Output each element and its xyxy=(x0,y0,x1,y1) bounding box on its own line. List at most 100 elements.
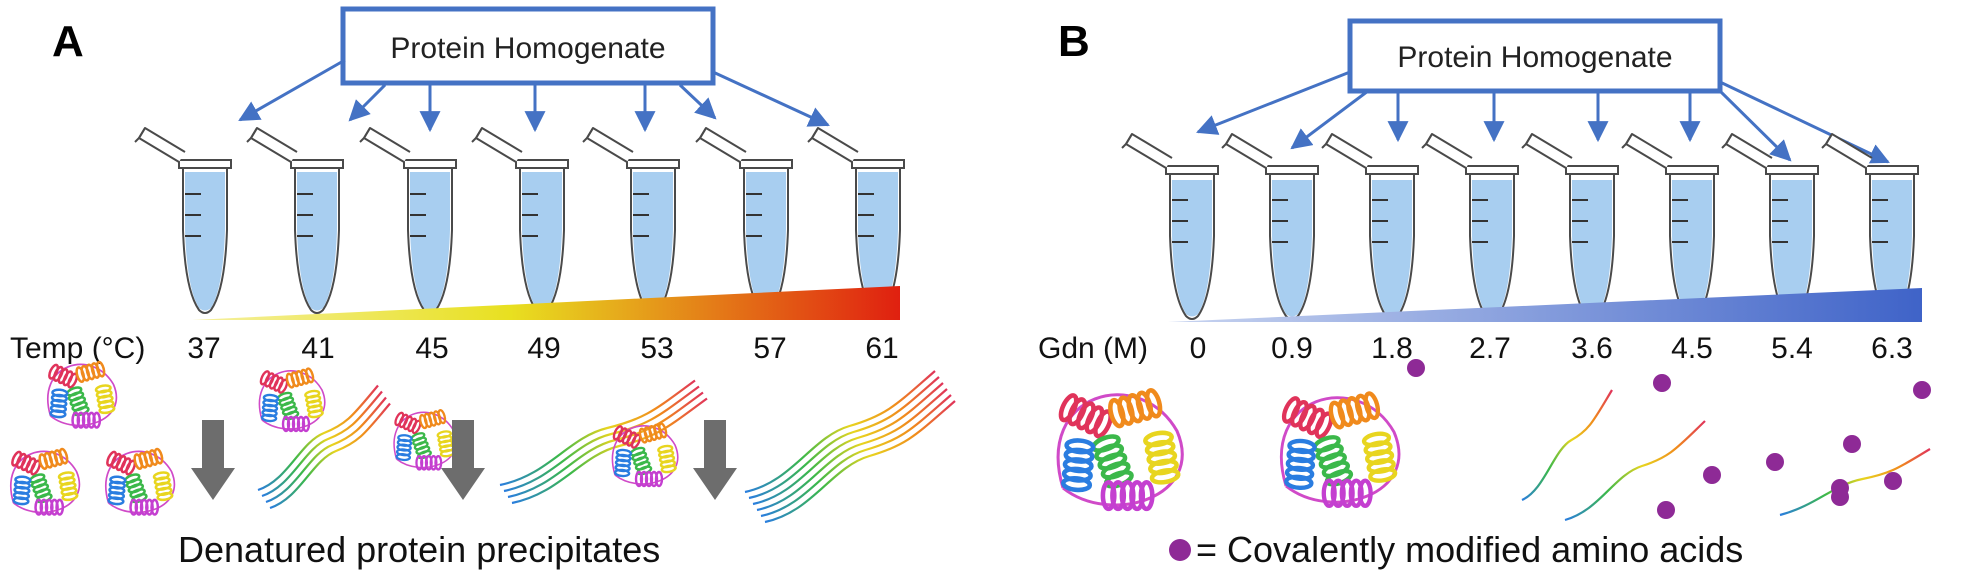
panel-b-homogenate-box xyxy=(1347,18,1723,94)
folded-protein-icon xyxy=(10,447,80,516)
guanidine-value: 4.5 xyxy=(1671,332,1713,365)
tube-liquid xyxy=(1372,180,1412,317)
temperature-value: 57 xyxy=(753,332,786,365)
temperature-value: 53 xyxy=(640,332,673,365)
tube-liquid xyxy=(1172,180,1212,317)
microcentrifuge-tube-icon xyxy=(1621,133,1719,320)
tube-liquid xyxy=(1872,180,1912,317)
folded-protein-icon xyxy=(105,447,175,516)
tube-liquid xyxy=(522,172,562,311)
panel-a-homogenate-box xyxy=(340,6,716,86)
microcentrifuge-tube-icon xyxy=(1121,133,1219,320)
purple-dot-icon xyxy=(1407,359,1425,377)
tube-liquid xyxy=(633,172,673,311)
distribution-arrow xyxy=(238,58,346,122)
purple-dot-icon xyxy=(1657,501,1675,519)
panel-b-tube-row xyxy=(1121,133,1919,320)
temperature-value: 37 xyxy=(187,332,220,365)
guanidine-gradient-wedge xyxy=(1168,288,1922,322)
temperature-gradient-wedge xyxy=(192,286,900,320)
panel-a-protein-states xyxy=(10,360,956,524)
purple-dot-icon xyxy=(1831,488,1849,506)
down-arrow-icon xyxy=(693,420,737,500)
microcentrifuge-tube-icon xyxy=(359,127,457,314)
tube-liquid xyxy=(1472,180,1512,317)
microcentrifuge-tube-icon xyxy=(246,127,344,314)
down-arrow-icon xyxy=(191,420,235,500)
guanidine-value: 5.4 xyxy=(1771,332,1813,365)
guanidine-value: 2.7 xyxy=(1469,332,1511,365)
folded-protein-icon xyxy=(1279,391,1401,508)
distribution-arrow xyxy=(1196,70,1351,135)
tube-liquid xyxy=(297,172,337,311)
purple-dot-icon xyxy=(1169,539,1191,561)
unfolded-protein-strands-icon xyxy=(1564,420,1706,522)
panel-a-letter: A xyxy=(52,17,84,66)
folded-protein-icon xyxy=(47,360,117,429)
tube-liquid xyxy=(746,172,786,311)
panel-a-distribution-arrows xyxy=(238,58,830,133)
microcentrifuge-tube-icon xyxy=(807,127,905,314)
microcentrifuge-tube-icon xyxy=(1221,133,1319,320)
microcentrifuge-tube-icon xyxy=(1521,133,1619,320)
tube-liquid xyxy=(858,172,898,311)
microcentrifuge-tube-icon xyxy=(471,127,569,314)
microcentrifuge-tube-icon xyxy=(582,127,680,314)
microcentrifuge-tube-icon xyxy=(1321,133,1419,320)
folded-protein-icon xyxy=(611,422,679,488)
unfolded-protein-strands-icon xyxy=(1521,389,1613,502)
guanidine-value: 6.3 xyxy=(1871,332,1913,365)
panel-a-temperature-values: 37 41 45 49 53 57 61 xyxy=(187,332,898,365)
temperature-value: 45 xyxy=(415,332,448,365)
panel-b-distribution-arrows xyxy=(1196,70,1890,164)
panel-b-protein-states xyxy=(1056,359,1931,522)
distribution-arrow xyxy=(1719,80,1890,164)
folded-protein-icon xyxy=(393,409,457,471)
tube-liquid xyxy=(410,172,450,311)
purple-dot-icon xyxy=(1913,381,1931,399)
unfolded-protein-strands-icon xyxy=(1779,448,1931,517)
microcentrifuge-tube-icon xyxy=(134,127,232,314)
distribution-arrow xyxy=(1290,89,1369,150)
purple-dot-icon xyxy=(1843,435,1861,453)
tube-liquid xyxy=(1772,180,1812,317)
tube-liquid xyxy=(1272,180,1312,317)
distribution-arrow xyxy=(1718,89,1792,162)
microcentrifuge-tube-icon xyxy=(1721,133,1819,320)
down-arrow-icon xyxy=(441,420,485,500)
unfolded-protein-strands-icon xyxy=(744,370,956,524)
purple-dot-icon xyxy=(1884,472,1902,490)
guanidine-value: 0 xyxy=(1190,332,1207,365)
purple-dot-icon xyxy=(1766,453,1784,471)
temperature-value: 41 xyxy=(301,332,334,365)
distribution-arrow xyxy=(712,70,830,127)
purple-dot-icon xyxy=(1703,466,1721,484)
distribution-arrow xyxy=(678,83,717,120)
tube-liquid xyxy=(1572,180,1612,317)
temperature-value: 49 xyxy=(527,332,560,365)
panel-b-letter: B xyxy=(1058,17,1090,66)
tube-liquid xyxy=(1672,180,1712,317)
guanidine-value: 1.8 xyxy=(1371,332,1413,365)
panel-b-axis-label: Gdn (M) xyxy=(1038,332,1148,365)
microcentrifuge-tube-icon xyxy=(1421,133,1519,320)
tube-liquid xyxy=(185,172,225,311)
purple-dot-icon xyxy=(1653,374,1671,392)
temperature-value: 61 xyxy=(865,332,898,365)
panel-a-axis-label: Temp (°C) xyxy=(10,332,145,365)
unfolded-protein-strands-icon xyxy=(257,384,391,510)
panel-b-caption: = Covalently modified amino acids xyxy=(1196,529,1743,570)
microcentrifuge-tube-icon xyxy=(1821,133,1919,320)
panel-a-tube-row xyxy=(134,127,905,314)
guanidine-value: 0.9 xyxy=(1271,332,1313,365)
panel-a-caption: Denatured protein precipitates xyxy=(178,529,660,570)
panel-a-homogenate-label: Protein Homogenate xyxy=(390,32,665,65)
folded-protein-icon xyxy=(1056,388,1184,512)
microcentrifuge-tube-icon xyxy=(695,127,793,314)
panel-a: A Protein Homogenate Temp (°C) 37 41 45 49 5… xyxy=(10,6,956,570)
unfolded-protein-strands-icon xyxy=(499,379,708,505)
distribution-arrow xyxy=(348,83,387,122)
